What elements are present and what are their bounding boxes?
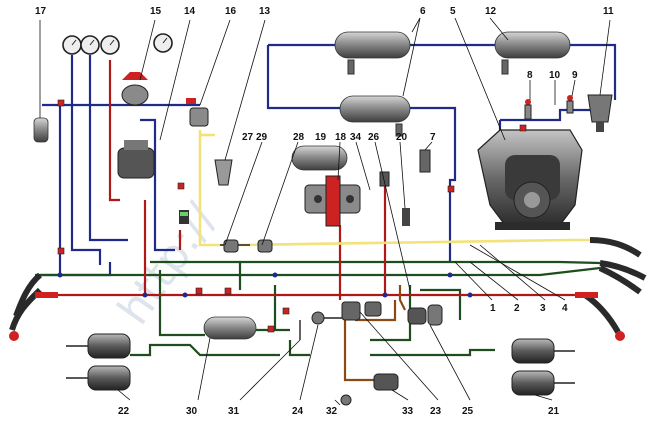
label-5: 5 bbox=[450, 6, 456, 17]
hose-right-2 bbox=[599, 260, 647, 281]
valve-33 bbox=[373, 373, 399, 391]
valve-20 bbox=[402, 208, 410, 226]
label-12: 12 bbox=[485, 6, 497, 17]
pressure-regulator-7 bbox=[419, 149, 431, 173]
valve-34-lower bbox=[364, 301, 382, 317]
label-22: 22 bbox=[118, 406, 130, 417]
label-27: 27 bbox=[242, 132, 254, 143]
valve-24 bbox=[311, 311, 325, 325]
drain-cocks bbox=[347, 59, 509, 137]
valve-15-cap bbox=[122, 72, 148, 80]
brake-chamber-22-upper bbox=[87, 333, 131, 359]
valve-23 bbox=[341, 301, 361, 321]
label-30: 30 bbox=[186, 406, 198, 417]
label-17: 17 bbox=[35, 6, 47, 17]
label-18: 18 bbox=[335, 132, 347, 143]
valve-16 bbox=[189, 107, 209, 127]
watermark-text: http:// bbox=[108, 194, 227, 334]
label-25: 25 bbox=[462, 406, 474, 417]
hose-right-3 bbox=[598, 265, 642, 295]
label-13: 13 bbox=[259, 6, 271, 17]
leader-lines bbox=[39, 17, 611, 406]
label-31: 31 bbox=[228, 406, 240, 417]
label-28: 28 bbox=[293, 132, 305, 143]
brake-crane-14 bbox=[117, 147, 155, 179]
pressure-gauges bbox=[62, 33, 173, 55]
valve-27 bbox=[223, 239, 239, 253]
brake-valve-assembly bbox=[117, 72, 273, 253]
label-21: 21 bbox=[548, 406, 560, 417]
air-tanks bbox=[33, 31, 571, 340]
label-29: 29 bbox=[256, 132, 268, 143]
brake-chamber-21-lower bbox=[511, 370, 555, 396]
label-26: 26 bbox=[368, 132, 380, 143]
valve-15 bbox=[121, 84, 149, 106]
hoses bbox=[9, 237, 647, 341]
label-8: 8 bbox=[527, 70, 533, 81]
hose-right-1 bbox=[589, 237, 642, 258]
label-16: 16 bbox=[225, 6, 237, 17]
receiver-12 bbox=[494, 31, 571, 59]
label-4: 4 bbox=[562, 303, 568, 314]
moisture-separator-11 bbox=[587, 94, 613, 132]
label-14: 14 bbox=[184, 6, 196, 17]
valve-9 bbox=[566, 95, 574, 114]
label-23: 23 bbox=[430, 406, 442, 417]
hose-right-4 bbox=[583, 292, 621, 334]
valve-8 bbox=[524, 99, 532, 120]
label-3: 3 bbox=[540, 303, 546, 314]
distributor-unit-18 bbox=[304, 175, 361, 227]
label-34: 34 bbox=[350, 132, 362, 143]
brown-lines bbox=[343, 285, 406, 382]
brake-chambers bbox=[66, 333, 575, 396]
junctions bbox=[57, 272, 473, 298]
label-20: 20 bbox=[396, 132, 408, 143]
label-9: 9 bbox=[572, 70, 578, 81]
receiver-6-upper bbox=[334, 31, 411, 59]
label-2: 2 bbox=[514, 303, 520, 314]
condensate-tank-17 bbox=[33, 117, 49, 143]
part-number-labels: 17 15 14 16 13 6 5 12 11 8 10 9 29 28 19… bbox=[35, 6, 614, 417]
label-19: 19 bbox=[315, 132, 327, 143]
hose-left-lower bbox=[13, 272, 43, 318]
label-7: 7 bbox=[430, 132, 436, 143]
valve-25 bbox=[407, 307, 427, 325]
valve-29-body bbox=[179, 210, 189, 224]
brake-chamber-22-lower bbox=[87, 365, 131, 391]
filter-13 bbox=[214, 159, 233, 186]
label-6: 6 bbox=[420, 6, 426, 17]
label-33: 33 bbox=[402, 406, 414, 417]
label-10: 10 bbox=[549, 70, 561, 81]
label-24: 24 bbox=[292, 406, 304, 417]
valve-32 bbox=[340, 394, 352, 406]
valve-26 bbox=[379, 171, 390, 187]
compressor-5 bbox=[477, 129, 583, 230]
label-15: 15 bbox=[150, 6, 162, 17]
shutoff-cocks bbox=[57, 99, 527, 333]
label-1: 1 bbox=[490, 303, 496, 314]
brake-chamber-21-upper bbox=[511, 338, 555, 364]
label-32: 32 bbox=[326, 406, 338, 417]
valve-28 bbox=[257, 239, 273, 253]
receiver-6-lower bbox=[339, 95, 411, 123]
receiver-30 bbox=[203, 316, 257, 340]
lower-valves bbox=[311, 301, 443, 406]
label-11: 11 bbox=[603, 6, 614, 17]
